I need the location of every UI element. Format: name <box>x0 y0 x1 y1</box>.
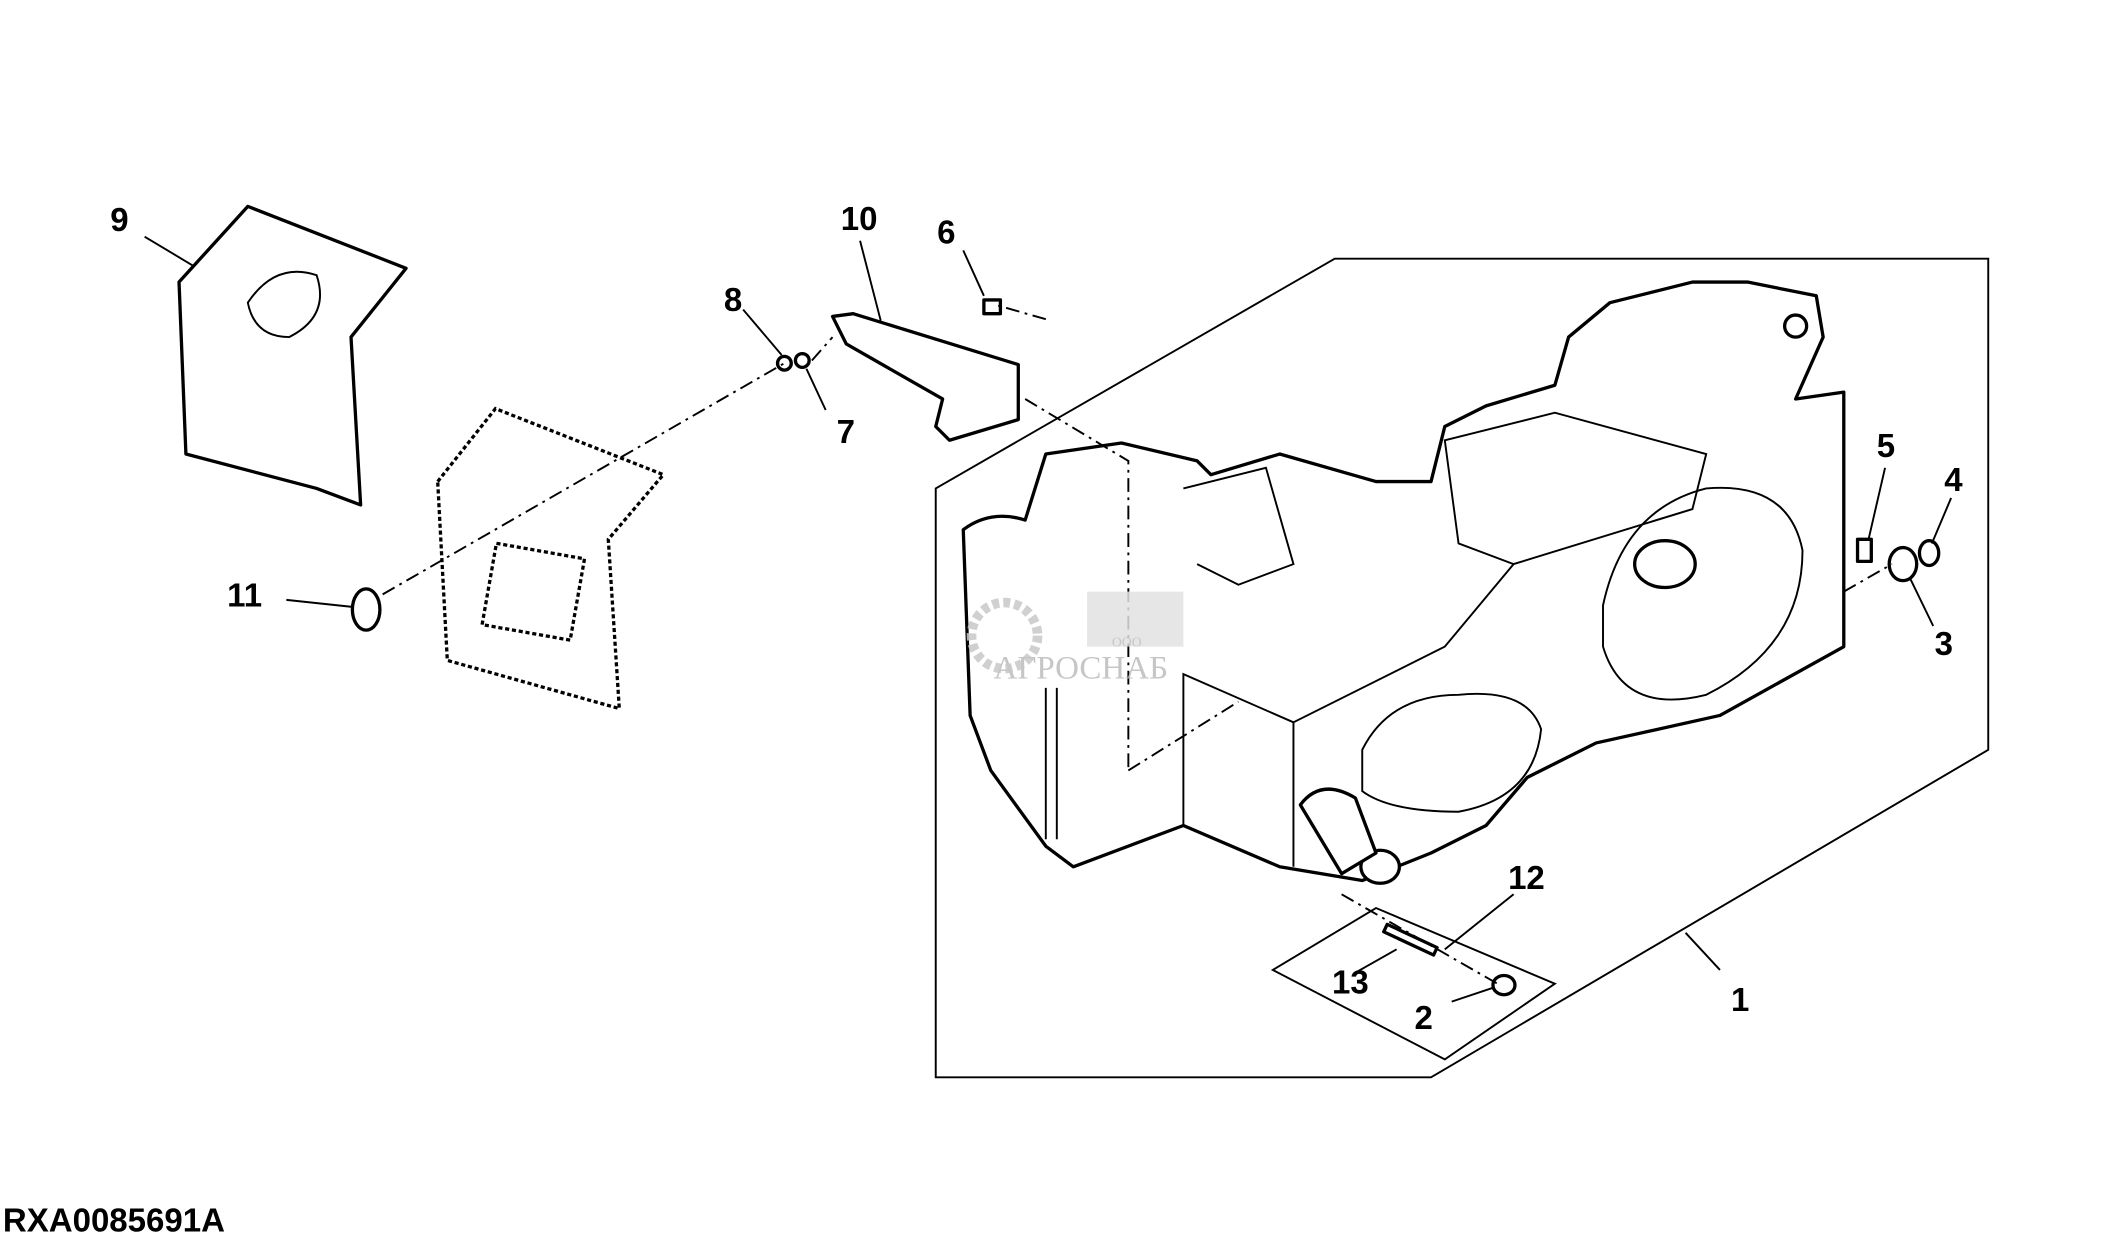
callout-5: 5 <box>1877 427 1895 464</box>
callout-11: 11 <box>227 577 262 614</box>
nut-part-8 <box>775 354 793 372</box>
watermark-name: АГРОСНАБ <box>994 650 1169 686</box>
callout-9: 9 <box>110 201 128 238</box>
pin-part-13 <box>1382 922 1439 957</box>
callout-3: 3 <box>1935 625 1953 662</box>
reference-code: RXA0085691A <box>3 1201 225 1238</box>
agrosnab-watermark: ООО АГРОСНАБ <box>966 591 1184 686</box>
callout-13: 13 <box>1332 963 1369 1000</box>
kit-outline-1 <box>934 257 1990 1079</box>
cover-part-9 <box>177 204 408 507</box>
callout-4: 4 <box>1944 461 1963 498</box>
callout-7: 7 <box>837 413 855 450</box>
callout-12: 12 <box>1508 859 1545 896</box>
kit-outline-12 <box>1270 906 1557 1061</box>
screw-part-6 <box>982 298 1003 316</box>
callout-10: 10 <box>841 200 878 237</box>
bracket-part-10 <box>830 312 1020 442</box>
callout-6: 6 <box>937 214 955 251</box>
washer-part-7 <box>793 351 811 369</box>
cap-part-3 <box>1887 545 1919 583</box>
callout-8: 8 <box>724 281 742 318</box>
callout-2: 2 <box>1415 999 1433 1036</box>
tank-part-1 <box>961 280 1846 885</box>
watermark-prefix: ООО <box>1112 635 1142 650</box>
plug-part-4 <box>1917 539 1941 568</box>
knob-part-11 <box>350 587 382 632</box>
fitting-part-5 <box>1855 537 1873 563</box>
callout-1: 1 <box>1731 981 1749 1018</box>
drain-part-2 <box>1491 973 1517 997</box>
